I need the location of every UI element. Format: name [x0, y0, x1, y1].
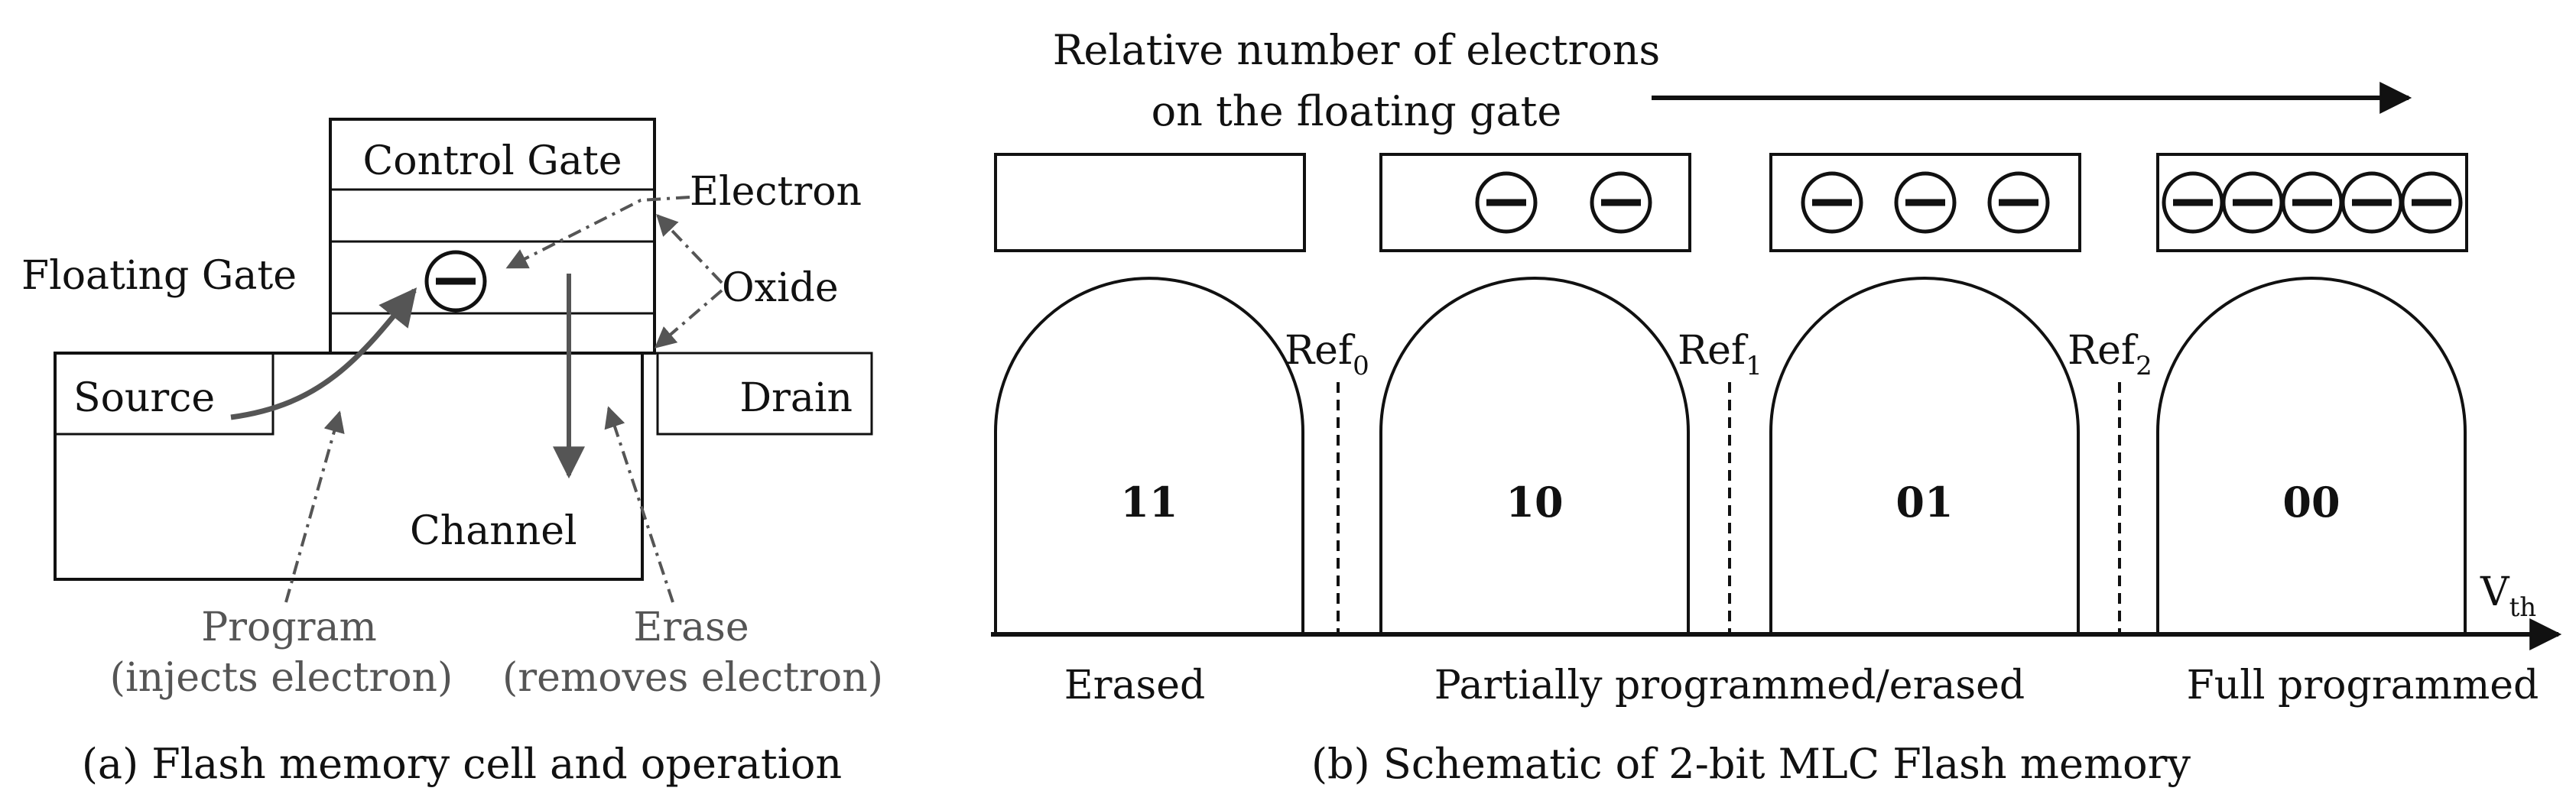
- erase-label: Erase: [633, 605, 749, 650]
- state-dist-00: [2156, 277, 2467, 634]
- program-label: Program: [201, 605, 377, 650]
- oxide-leader-upper: [656, 213, 723, 284]
- electron-icon: [2400, 171, 2463, 234]
- panel-a-caption: (a) Flash memory cell and operation: [82, 740, 842, 788]
- electron-icon: [2340, 171, 2403, 234]
- oxide-leader-lower: [654, 289, 723, 349]
- gate-box-11: [994, 153, 1306, 252]
- state-label-11: 11: [1120, 478, 1178, 527]
- electron-icon: [1801, 171, 1863, 234]
- state-label-01: 01: [1895, 478, 1953, 527]
- oxide-label: Oxide: [722, 265, 839, 311]
- electron-leader: [505, 196, 690, 269]
- region-full: Full programmed: [2187, 663, 2539, 708]
- ref-label-2: Ref2: [2068, 328, 2152, 381]
- header-line-2: on the floating gate: [1152, 87, 1562, 135]
- gate-box-10: [1379, 153, 1691, 252]
- program-note: (injects electron): [110, 655, 453, 701]
- ref-label-1: Ref1: [1678, 328, 1762, 381]
- floating-gate-boxes: [994, 153, 2468, 252]
- state-dist-01: [1769, 277, 2080, 634]
- source-label: Source: [73, 375, 215, 421]
- gate-box-00: [2156, 153, 2468, 252]
- electron-icon: [1590, 171, 1652, 234]
- state-label-00: 00: [2282, 478, 2340, 527]
- gate-box-01: [1769, 153, 2081, 252]
- electron-icon: [424, 250, 487, 313]
- program-leader: [284, 410, 345, 603]
- region-partial: Partially programmed/erased: [1434, 663, 2025, 708]
- drain-label: Drain: [739, 375, 853, 421]
- state-label-10: 10: [1506, 478, 1563, 527]
- electron-icon: [1987, 171, 2050, 234]
- program-arrow: [230, 287, 417, 420]
- floating-gate-label: Floating Gate: [21, 253, 297, 299]
- source-region: [54, 352, 274, 436]
- header-line-1: Relative number of electrons: [1053, 26, 1661, 74]
- electron-icon: [1475, 171, 1538, 234]
- vth-axis-label: Vth: [2480, 569, 2536, 623]
- erase-note: (removes electron): [502, 655, 883, 701]
- ref-label-0: Ref0: [1285, 328, 1369, 381]
- gate-stack: [329, 118, 656, 355]
- electron-icon: [2281, 171, 2344, 234]
- region-erased: Erased: [1064, 663, 1206, 708]
- electron-icon: [1894, 171, 1957, 234]
- erase-leader: [604, 406, 674, 603]
- control-gate-label: Control Gate: [362, 138, 622, 184]
- panel-a: Control Gate Floating Gate Source Drain …: [21, 118, 883, 788]
- state-dist-11: [994, 277, 1304, 634]
- panel-b-caption: (b) Schematic of 2-bit MLC Flash memory: [1311, 740, 2191, 788]
- panel-b: Relative number of electrons on the floa…: [991, 26, 2562, 788]
- electron-label: Electron: [690, 169, 862, 215]
- channel-label: Channel: [410, 508, 577, 554]
- electron-icon: [2162, 171, 2224, 234]
- state-dist-10: [1379, 277, 1690, 634]
- electron-icon: [2221, 171, 2284, 234]
